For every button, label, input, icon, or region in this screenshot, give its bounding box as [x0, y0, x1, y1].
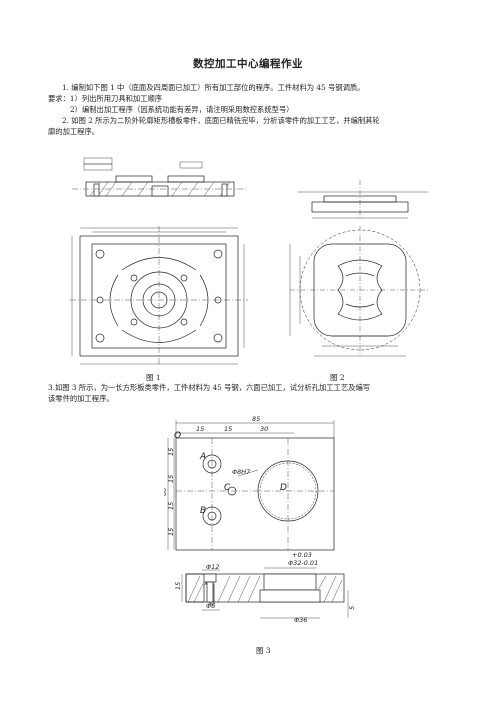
- dim-total: 85: [252, 415, 260, 423]
- figure-3-drawing: 85 15 15 30 O 15 15 60 15 15 A B C D Φ8H…: [164, 415, 356, 624]
- left-dim-1: 15: [167, 448, 175, 456]
- figure-2-drawing: [289, 180, 430, 357]
- q1-line1: 1. 编制如下图 1 中（底面及四周面已加工）所有加工部位的程序。工件材料为 4…: [62, 83, 365, 92]
- section-d36: Φ36: [294, 616, 307, 624]
- q1-requirement-1: 要求：1）列出所用刀具和加工顺序: [48, 94, 163, 103]
- hole-b-label: B: [200, 506, 206, 516]
- dim-b: 15: [224, 425, 232, 433]
- dim-a: 15: [196, 425, 204, 433]
- left-dim-4: 15: [167, 528, 175, 536]
- q3-line2: 该零件的加工程序。: [48, 394, 114, 403]
- section-tol: +0.03: [292, 551, 312, 559]
- origin-label: O: [174, 431, 181, 441]
- height-dim: 60: [164, 488, 168, 496]
- section-depth: 5: [348, 606, 356, 610]
- section-d12: Φ12: [206, 563, 219, 571]
- hole-a-label: A: [199, 452, 206, 462]
- figure-3-caption: 图 3: [256, 646, 271, 655]
- left-dim-2: 15: [167, 475, 175, 483]
- q3-line1: 3.如图 3 所示，为一长方形板类零件，工件材料为 45 号钢，六面已加工，试分…: [48, 383, 371, 392]
- figure-1-drawing: [70, 157, 248, 365]
- hole-spec: Φ8H7: [232, 468, 251, 476]
- q2-line1: 2. 如图 2 所示为二阶外轮廓矩形槽板零件，底面已精铣完毕，分析该零件的加工工…: [62, 116, 380, 125]
- page-title: 数控加工中心编程作业: [193, 58, 303, 70]
- dim-c: 30: [260, 425, 268, 433]
- hole-c-label: C: [224, 483, 231, 493]
- left-dim-3: 15: [167, 502, 175, 510]
- figure-2-caption: 图 2: [330, 373, 345, 382]
- section-height: 15: [174, 582, 182, 590]
- section-d32: Φ32-0.01: [288, 559, 318, 567]
- section-d6: Φ6: [206, 602, 215, 610]
- figure-1-caption: 图 1: [146, 373, 161, 382]
- q1-requirement-2: 2）编制出加工程序（因系统功能有差异，请注明采用数控系统型号）: [70, 105, 294, 114]
- hole-d-label: D: [280, 483, 287, 493]
- q2-line2: 廓的加工程序。: [48, 127, 100, 136]
